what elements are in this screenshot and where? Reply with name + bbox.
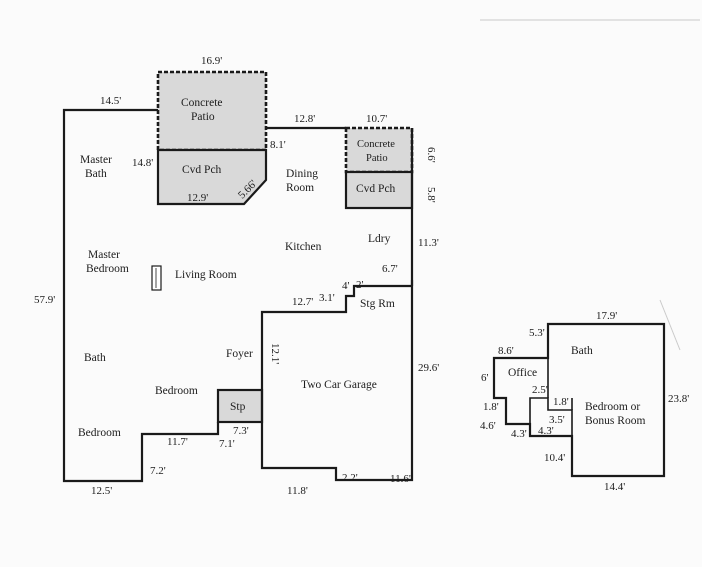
room-label: Concrete xyxy=(357,139,395,150)
room-label: Bath xyxy=(84,352,106,364)
dimension-label: 6' xyxy=(481,372,489,384)
dimension-label: 12.5' xyxy=(91,485,112,497)
dimension-label: 8.1' xyxy=(270,139,286,151)
dimension-label: 5.8' xyxy=(425,187,437,203)
room-label: Stp xyxy=(230,401,246,413)
dimension-label: 10.4' xyxy=(544,452,565,464)
annex-plan: Office Bath Bedroom or Bonus Room 17.9' … xyxy=(480,310,689,493)
dimension-label: 4.3' xyxy=(511,428,527,440)
room-label: Bedroom or xyxy=(585,401,640,413)
room-label: Kitchen xyxy=(285,241,322,253)
dimension-label: 14.4' xyxy=(604,481,625,493)
garage-walls xyxy=(260,280,414,482)
room-label: Master xyxy=(80,154,112,166)
dimension-label: 57.9' xyxy=(34,294,55,306)
room-label: Bonus Room xyxy=(585,415,645,427)
dimension-label: 3.5' xyxy=(549,414,565,426)
dimension-label: 6.7' xyxy=(382,263,398,275)
dimension-label: 1.8' xyxy=(483,401,499,413)
dimension-label: 16.9' xyxy=(201,55,222,67)
dimension-label: 7.2' xyxy=(150,465,166,477)
dimension-label: 17.9' xyxy=(596,310,617,322)
dimension-label: 12.7' xyxy=(292,296,313,308)
dimension-label: 2.2' xyxy=(342,472,358,484)
room-label: Bath xyxy=(85,168,107,180)
annex-outer-wall xyxy=(492,322,666,478)
dimension-label: 12.9' xyxy=(187,192,208,204)
main-house-plan: Concrete Patio Cvd Pch Master Bath Dinin… xyxy=(34,55,439,497)
room-label: Bedroom xyxy=(155,385,198,397)
room-label: Bedroom xyxy=(78,427,121,439)
dimension-label: 11.7' xyxy=(167,436,188,448)
room-label: Living Room xyxy=(175,269,237,281)
dimension-label: 6.6' xyxy=(425,147,437,163)
dimension-label: 14.5' xyxy=(100,95,121,107)
dimension-label: 11.6' xyxy=(390,473,411,485)
room-label: Office xyxy=(508,367,537,379)
dimension-label: 8.6' xyxy=(498,345,514,357)
room-label: Dining xyxy=(286,168,318,180)
dimension-label: 1.8' xyxy=(553,396,569,408)
dimension-label: 7.1' xyxy=(219,438,235,450)
room-label: Bedroom xyxy=(86,263,129,275)
room-label: Master xyxy=(88,249,120,261)
dimension-label: 10.7' xyxy=(366,113,387,125)
dimension-label: 4' xyxy=(342,280,350,292)
room-label: Concrete xyxy=(181,97,223,109)
room-label: Bath xyxy=(571,345,593,357)
steps-area xyxy=(216,388,264,424)
room-label: Two Car Garage xyxy=(301,379,377,391)
room-label: Cvd Pch xyxy=(356,183,396,195)
dimension-label: 12.8' xyxy=(294,113,315,125)
dimension-label: 11.8' xyxy=(287,485,308,497)
dimension-label: 4.6' xyxy=(480,420,496,432)
dimension-label: 2' xyxy=(356,279,364,291)
scan-mark xyxy=(659,299,681,351)
dimension-label: 14.8' xyxy=(132,157,153,169)
room-label: Patio xyxy=(366,153,388,164)
dimension-label: 23.8' xyxy=(668,393,689,405)
dimension-label: 11.3' xyxy=(418,237,439,249)
covered-porch-left xyxy=(156,148,268,206)
room-label: Stg Rm xyxy=(360,298,395,310)
dimension-label: 5.3' xyxy=(529,327,545,339)
dimension-label: 2.5' xyxy=(532,384,548,396)
annex-step-wall xyxy=(529,397,573,436)
left-outer-wall xyxy=(62,108,220,483)
concrete-patio-right xyxy=(344,126,414,174)
room-label: Room xyxy=(286,182,314,194)
fireplace-icon xyxy=(151,265,162,291)
dimension-label: 3.1' xyxy=(319,292,335,304)
dimension-label: 4.3' xyxy=(538,425,554,437)
room-label: Patio xyxy=(191,111,215,123)
room-label: Cvd Pch xyxy=(182,164,222,176)
room-label: Foyer xyxy=(226,348,253,360)
room-label: Ldry xyxy=(368,233,391,245)
dimension-label: 7.3' xyxy=(233,425,249,437)
dimension-label: 29.6' xyxy=(418,362,439,374)
dimension-label: 12.1' xyxy=(269,343,281,364)
